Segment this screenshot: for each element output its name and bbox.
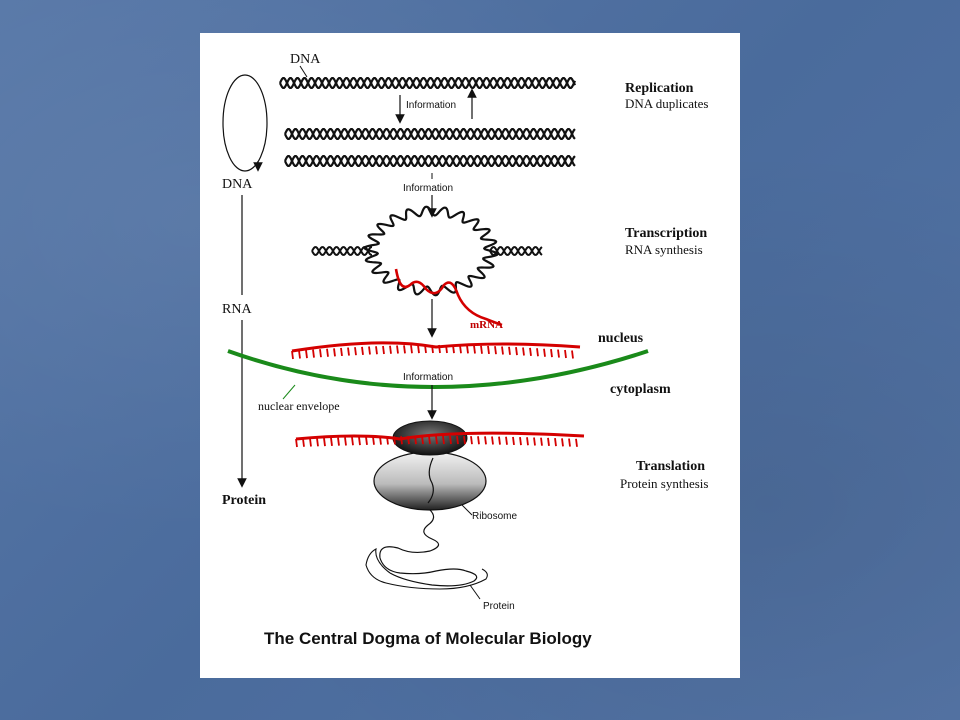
mrna-strand-nucleus — [291, 341, 581, 360]
nuclear-envelope-label: nuclear envelope — [258, 399, 340, 413]
translation-information-label: Information — [403, 372, 453, 383]
transcription-subtitle: RNA synthesis — [625, 242, 703, 257]
central-dogma-diagram: DNA RNA Protein DNA Information Replicat… — [222, 52, 708, 648]
mrna-label: mRNA — [470, 319, 503, 331]
protein-label: Protein — [483, 601, 515, 612]
transcription-title: Transcription — [625, 226, 707, 241]
top-dna-label: DNA — [290, 52, 321, 67]
ribosome-label: Ribosome — [472, 511, 517, 522]
nucleus-label: nucleus — [598, 331, 644, 346]
dna-helix-top — [279, 77, 576, 89]
translation-subtitle: Protein synthesis — [620, 476, 708, 491]
replication-title: Replication — [625, 81, 694, 96]
translation-title: Translation — [636, 459, 705, 474]
transcription-information-label: Information — [403, 183, 453, 194]
left-protein-label: Protein — [222, 493, 266, 508]
left-dna-label: DNA — [222, 177, 253, 192]
nuclear-envelope — [227, 349, 649, 389]
central-dogma-figure: DNA RNA Protein DNA Information Replicat… — [200, 33, 740, 678]
cytoplasm-label: cytoplasm — [610, 382, 671, 397]
diagram-title: The Central Dogma of Molecular Biology — [264, 629, 592, 648]
left-rna-label: RNA — [222, 302, 252, 317]
protein-chain — [379, 509, 478, 587]
replication-subtitle: DNA duplicates — [625, 96, 708, 111]
transcription-bubble — [311, 205, 543, 327]
mrna-strand-cytoplasm — [295, 431, 585, 448]
dna-helix-duplicate-1 — [284, 128, 576, 140]
replication-loop — [222, 74, 268, 172]
replication-information-label: Information — [406, 100, 456, 111]
dna-helix-duplicate-2 — [284, 155, 576, 167]
